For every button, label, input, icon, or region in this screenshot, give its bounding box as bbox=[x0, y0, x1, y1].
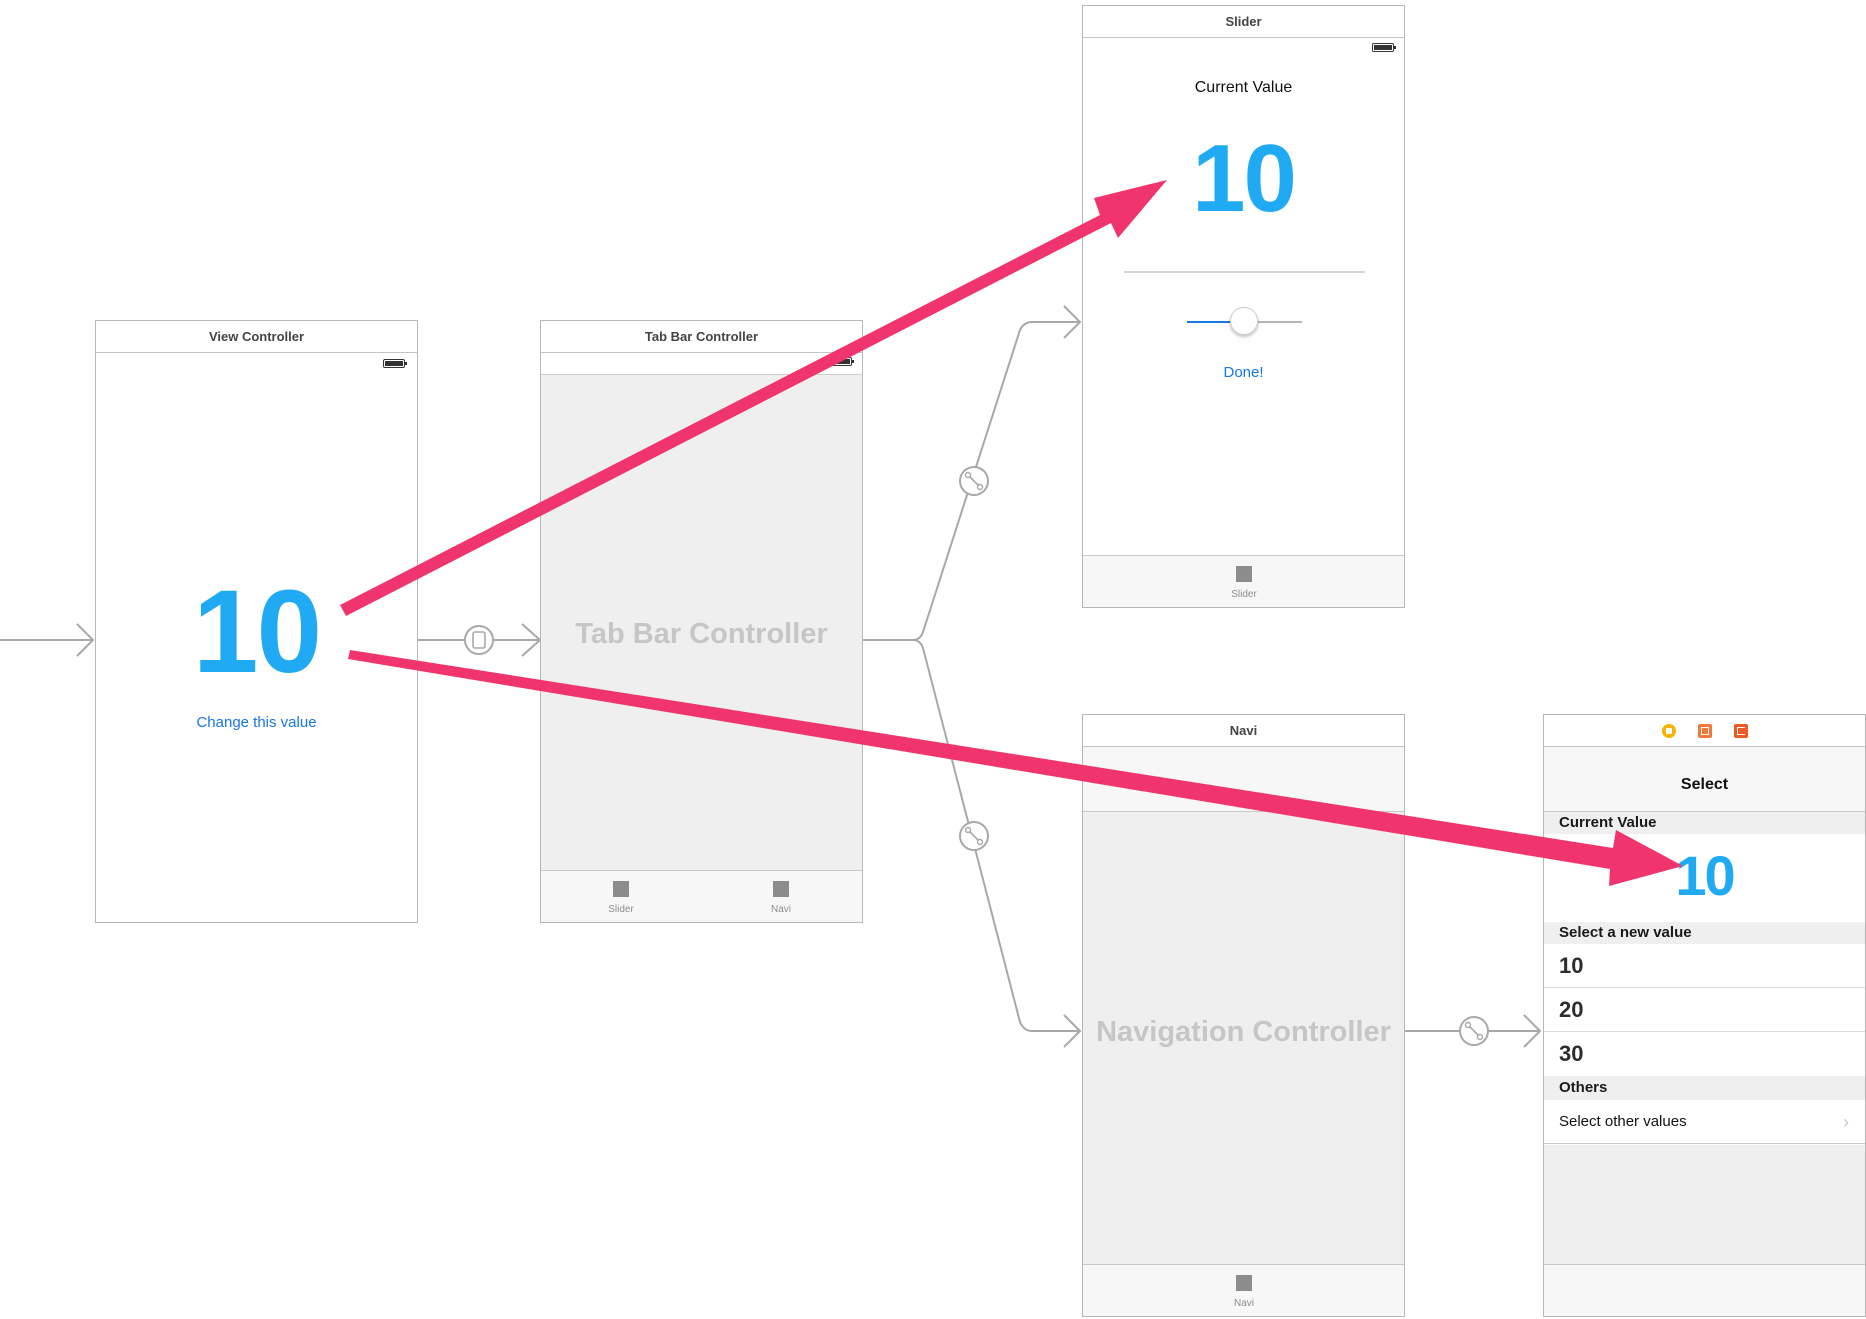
select-value-label: 10 bbox=[1675, 844, 1735, 907]
tab-label: Navi bbox=[770, 904, 791, 915]
tab-bar: Slider bbox=[1083, 555, 1404, 607]
current-value-label: 10 bbox=[192, 566, 322, 698]
relationship-icon-navi bbox=[959, 821, 989, 851]
tab-bar: Slider Navi bbox=[541, 870, 862, 922]
section-header-current: Current Value bbox=[1544, 812, 1865, 834]
tab-square-icon bbox=[773, 881, 789, 897]
tab-bar-controller-scene[interactable]: Tab Bar Controller Tab Bar Controller Sl… bbox=[540, 320, 863, 923]
change-value-button[interactable]: Change this value bbox=[196, 714, 317, 731]
navigation-controller-scene[interactable]: Navi Navigation Controller Navi bbox=[1082, 714, 1405, 1317]
modal-segue-icon bbox=[464, 625, 494, 655]
tab-slider[interactable]: Slider bbox=[591, 881, 651, 915]
tab-label: Slider bbox=[608, 904, 634, 915]
navigation-bar: Select bbox=[1544, 747, 1865, 812]
battery-icon bbox=[383, 359, 407, 368]
scene-title: View Controller bbox=[96, 321, 417, 353]
scene-title: Navi bbox=[1083, 715, 1404, 747]
tab-square-icon bbox=[1236, 566, 1252, 582]
tab-bar bbox=[1544, 1264, 1865, 1316]
relationship-icon-select bbox=[1459, 1016, 1489, 1046]
tab-label: Navi bbox=[1233, 1298, 1254, 1309]
current-value-heading: Current Value bbox=[1194, 79, 1293, 96]
nav-title: Select bbox=[1680, 776, 1729, 793]
tab-bar: Navi bbox=[1083, 1264, 1404, 1316]
scene-title: Slider bbox=[1083, 6, 1404, 38]
content-area: Navigation Controller bbox=[1083, 812, 1404, 1265]
tab-slider[interactable]: Slider bbox=[1214, 566, 1274, 600]
placeholder-label: Tab Bar Controller bbox=[575, 618, 828, 650]
view-controller-icon[interactable] bbox=[1661, 723, 1676, 738]
tab-navi[interactable]: Navi bbox=[1214, 1275, 1274, 1309]
current-value-cell: 10 bbox=[1544, 834, 1865, 922]
cell-label: Select other values bbox=[1559, 1113, 1687, 1130]
relationship-line-navi bbox=[912, 639, 1080, 1032]
slider-value-label: 10 bbox=[1192, 125, 1297, 232]
view-controller-scene[interactable]: View Controller 10 Change this value bbox=[95, 320, 418, 923]
first-responder-icon[interactable] bbox=[1697, 723, 1712, 738]
select-scene[interactable]: Select Current Value 10 Select a new val… bbox=[1543, 714, 1866, 1317]
slider-thumb[interactable] bbox=[1230, 307, 1258, 335]
empty-table-area bbox=[1544, 1145, 1865, 1265]
scene-title: Tab Bar Controller bbox=[541, 321, 862, 353]
divider bbox=[1124, 271, 1365, 273]
slider-control[interactable] bbox=[1187, 307, 1302, 335]
relationship-icon-slider bbox=[959, 466, 989, 496]
slider-scene[interactable]: Slider Current Value 10 Done! Slider bbox=[1082, 5, 1405, 608]
placeholder-label: Navigation Controller bbox=[1096, 1016, 1391, 1048]
done-button[interactable]: Done! bbox=[1223, 364, 1264, 381]
scene-dock bbox=[1544, 715, 1865, 747]
navigation-bar bbox=[1083, 747, 1404, 812]
battery-icon bbox=[830, 357, 854, 366]
section-header-new: Select a new value bbox=[1544, 922, 1865, 944]
entry-point-arrowhead bbox=[76, 623, 95, 657]
tab-square-icon bbox=[1236, 1275, 1252, 1291]
tab-square-icon bbox=[613, 881, 629, 897]
content-area: Tab Bar Controller bbox=[541, 374, 862, 871]
chevron-right-icon: › bbox=[1843, 1112, 1849, 1132]
select-other-values-cell[interactable]: Select other values › bbox=[1544, 1100, 1865, 1144]
option-cell-30[interactable]: 30 bbox=[1544, 1032, 1865, 1076]
option-cell-20[interactable]: 20 bbox=[1544, 988, 1865, 1032]
tab-navi[interactable]: Navi bbox=[751, 881, 811, 915]
section-header-others: Others bbox=[1544, 1076, 1865, 1100]
slider-track-fill bbox=[1187, 321, 1242, 323]
exit-icon[interactable] bbox=[1733, 723, 1748, 738]
tab-label: Slider bbox=[1231, 589, 1257, 600]
battery-icon bbox=[1372, 43, 1396, 52]
option-cell-10[interactable]: 10 bbox=[1544, 944, 1865, 988]
